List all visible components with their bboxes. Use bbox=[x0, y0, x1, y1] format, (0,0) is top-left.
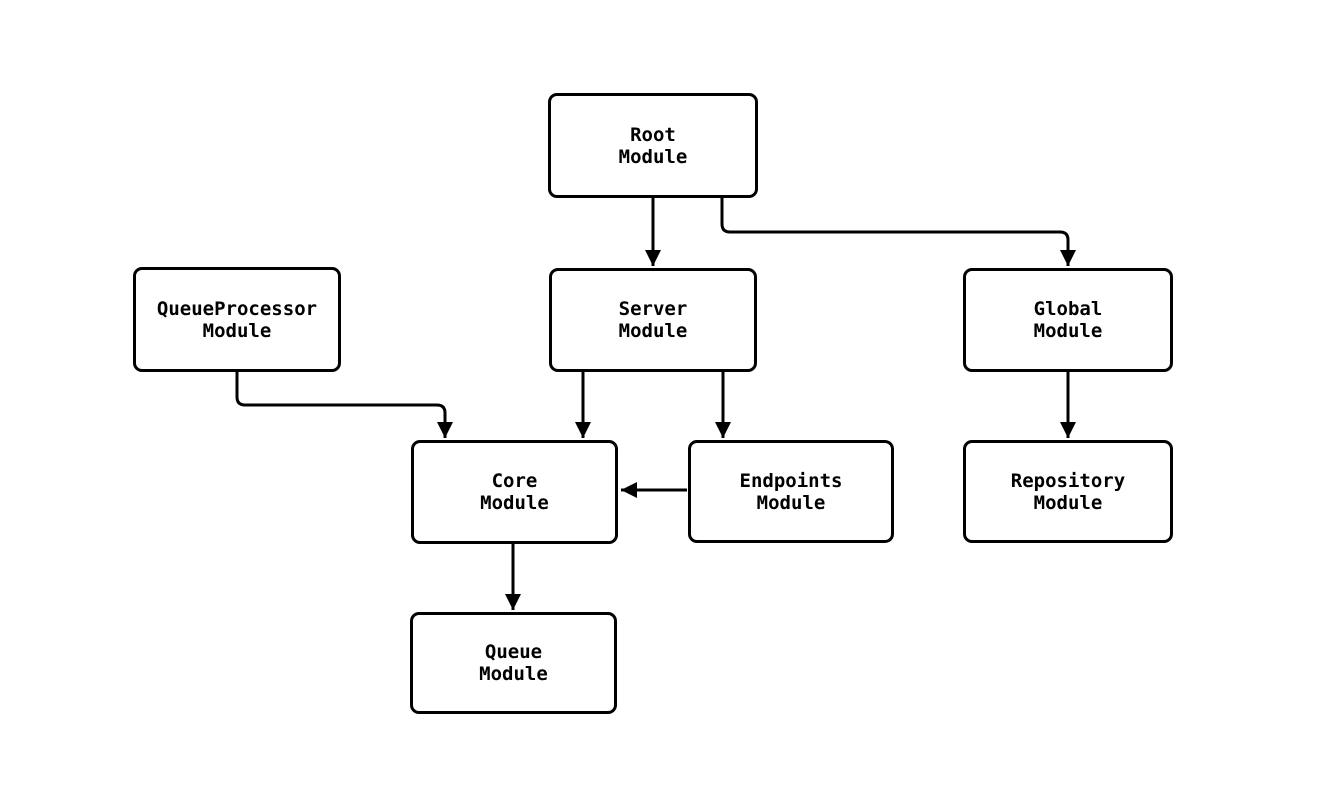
node-label-line: Server bbox=[618, 298, 688, 320]
node-label-line: Core bbox=[491, 470, 538, 492]
node-label-line: Global bbox=[1033, 298, 1103, 320]
node-label-line: QueueProcessor bbox=[156, 297, 318, 320]
node-label-line: Module bbox=[618, 145, 688, 168]
node-label-line: Queue bbox=[484, 641, 543, 663]
node-label-line: Module bbox=[202, 319, 272, 342]
edge-root-to-global bbox=[720, 198, 1076, 266]
node-label-line: Module bbox=[756, 491, 826, 514]
node-label-line: Repository bbox=[1010, 469, 1126, 492]
node-label-line: Root bbox=[630, 123, 676, 146]
node-label-line: Module bbox=[479, 663, 548, 685]
node-label-line: Endpoints bbox=[739, 469, 843, 492]
node-label-line: Module bbox=[1033, 491, 1103, 514]
node-label-line: Module bbox=[480, 492, 549, 514]
edge-queueprocessor-to-core bbox=[235, 372, 453, 438]
node-label-line: Module bbox=[1033, 320, 1103, 342]
node-label-line: Module bbox=[618, 320, 688, 342]
